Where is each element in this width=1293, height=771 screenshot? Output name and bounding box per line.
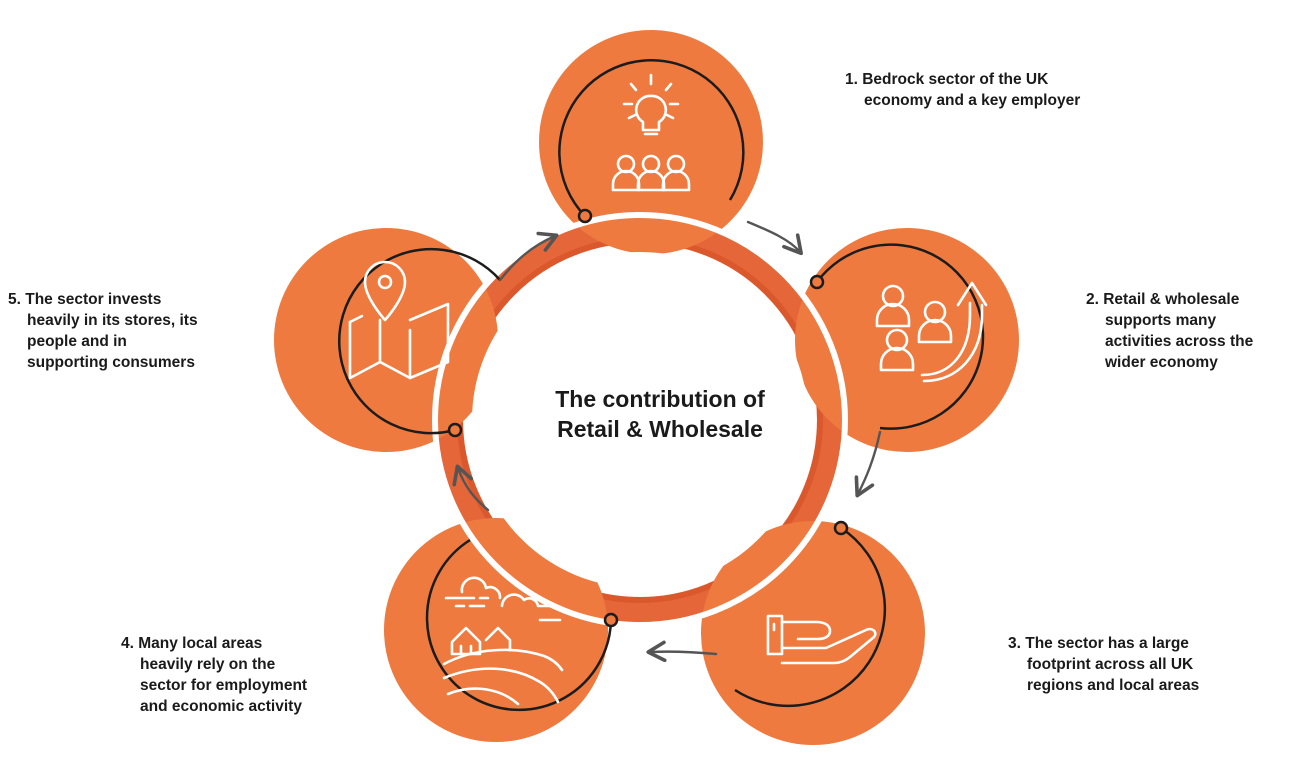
step-label-5: 5. The sector invests heavily in its sto… (8, 289, 198, 373)
map-pin-icon (348, 260, 450, 380)
step-circle-3 (701, 521, 925, 745)
circle-arc-2 (809, 243, 985, 430)
step-circle-1 (539, 30, 763, 254)
arrow-4-to-5 (452, 464, 490, 512)
step-1-line-2: economy and a key employer (864, 92, 1081, 109)
step-3-line-1: 3. The sector has a large (1008, 635, 1189, 652)
arrow-5-to-1 (498, 231, 559, 282)
step-5-line-1: 5. The sector invests (8, 291, 162, 308)
lightbulb-people-icon (611, 73, 691, 192)
step-1-line-1: 1. Bedrock sector of the UK (845, 71, 1049, 88)
step-2-line-1: 2. Retail & wholesale (1086, 291, 1240, 308)
step-4-line-4: and economic activity (140, 698, 302, 715)
step-2-line-2: supports many (1105, 312, 1217, 329)
step-circle-5 (274, 228, 498, 452)
ring-gap-outer (432, 212, 848, 628)
circle-arc-1 (558, 59, 745, 224)
step-4-line-2: heavily rely on the (140, 656, 276, 673)
circle-arc-3 (734, 520, 887, 708)
arrow-1-to-2 (746, 220, 803, 256)
arrow-2-to-3 (854, 430, 882, 498)
step-label-1: 1. Bedrock sector of the UK economy and … (845, 69, 1080, 111)
step-5-line-4: supporting consumers (27, 354, 195, 371)
hand-icon (766, 614, 877, 665)
center-area (472, 252, 808, 588)
step-5-line-2: heavily in its stores, its (27, 312, 198, 329)
step-3-line-2: footprint across all UK (1027, 656, 1194, 673)
center-title-line1: The contribution of (555, 386, 765, 412)
step-4-line-3: sector for employment (140, 677, 308, 694)
center-title-line2: Retail & Wholesale (557, 416, 763, 442)
step-label-2: 2. Retail & wholesale supports many acti… (1086, 289, 1253, 373)
step-4-line-1: 4. Many local areas (121, 635, 263, 652)
step-2-line-3: activities across the (1105, 333, 1254, 350)
center-title: The contribution of Retail & Wholesale (500, 384, 820, 444)
cycle-arrows (452, 220, 882, 663)
circle-arc-5 (337, 247, 501, 438)
step-3-line-3: regions and local areas (1027, 677, 1200, 694)
step-5-line-3: people and in (27, 333, 127, 350)
circle-arc-4 (425, 538, 619, 712)
step-label-3: 3. The sector has a large footprint acro… (1008, 633, 1199, 696)
landscape-houses-icon (442, 576, 564, 706)
step-label-4: 4. Many local areas heavily rely on the … (121, 633, 307, 717)
arrow-3-to-4 (646, 640, 718, 663)
people-growth-icon (875, 281, 988, 383)
step-2-line-4: wider economy (1105, 354, 1218, 371)
